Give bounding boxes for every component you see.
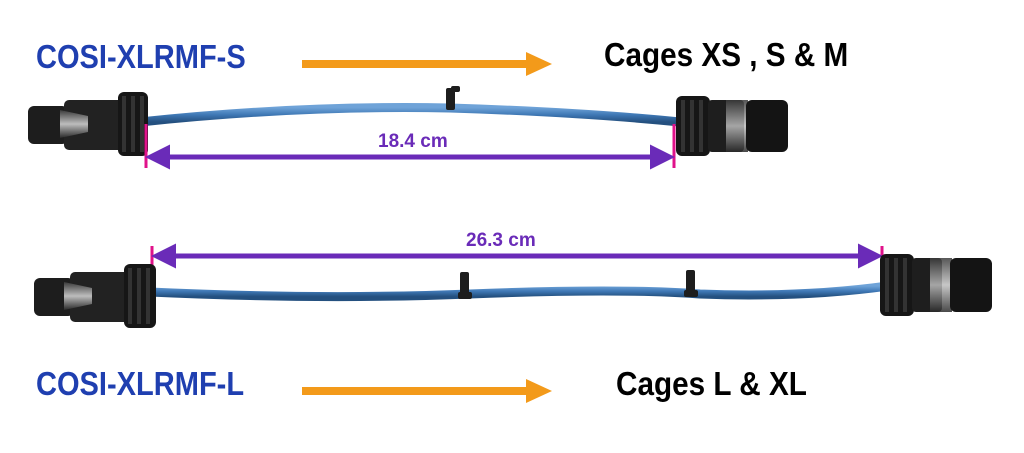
- bottom-model-label: COSI-XLRMF-L: [36, 365, 245, 402]
- bottom-female-connector: [34, 264, 156, 328]
- bottom-arrow: [302, 379, 552, 403]
- bottom-male-connector: [880, 254, 992, 316]
- top-female-connector: [28, 92, 148, 156]
- bottom-cable-clip-right: [684, 270, 698, 297]
- top-arrow: [302, 52, 552, 76]
- top-model-label: COSI-XLRMF-S: [36, 38, 246, 75]
- top-cable-clip: [446, 86, 460, 110]
- bottom-cable-clip-left: [458, 272, 472, 299]
- bottom-length-markers: [150, 246, 884, 292]
- bottom-cable: [149, 281, 889, 302]
- top-cable: [139, 103, 681, 127]
- top-male-connector: [676, 96, 788, 156]
- top-length-label: 18.4 cm: [378, 131, 448, 152]
- bottom-length-label: 26.3 cm: [466, 230, 536, 251]
- top-cages-label: Cages XS , S & M: [604, 36, 849, 73]
- bottom-cages-label: Cages L & XL: [616, 365, 807, 402]
